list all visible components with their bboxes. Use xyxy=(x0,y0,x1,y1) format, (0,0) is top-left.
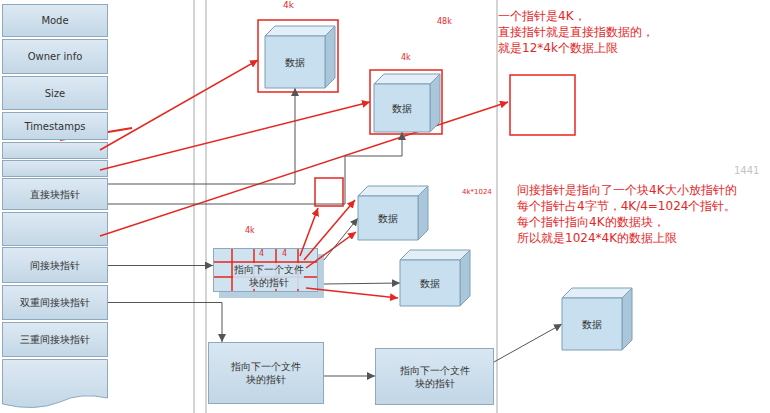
page-frame xyxy=(194,0,497,413)
red-pointer-line xyxy=(300,208,318,256)
red-highlight-box xyxy=(370,70,442,134)
data-block: 数据 xyxy=(358,186,428,240)
cube-face xyxy=(460,250,470,306)
pointer-arrow xyxy=(108,88,295,184)
inode-field: 间接块指针 xyxy=(2,247,108,283)
inode-blank-row xyxy=(3,143,108,408)
pointer-arrow xyxy=(324,376,375,377)
red-highlight-box xyxy=(510,75,575,135)
red-pointer-line xyxy=(100,102,508,236)
node-text: Owner info xyxy=(28,50,83,63)
node-text: 双重间接块指针 xyxy=(20,296,90,309)
node-text: 指向下一个文件块的指针 xyxy=(231,360,301,386)
red-pointer-line xyxy=(306,288,398,298)
cube-face xyxy=(325,26,335,88)
node-text: 间接块指针 xyxy=(30,259,80,272)
pointer-block-face xyxy=(214,249,318,292)
data-block: 数据 xyxy=(265,26,335,88)
inode-field: 直接块指针 xyxy=(2,178,108,210)
size-annotation: 4 xyxy=(259,249,264,259)
pointer-block: 指向下一个文件块的指针 xyxy=(208,342,324,404)
inode-blank-row xyxy=(3,213,108,246)
inode-blank-row xyxy=(3,161,108,177)
pointer-block: 指向下一个文件块的指针 xyxy=(213,248,324,294)
node-text: Size xyxy=(45,87,66,100)
node-text: 指向下一个文件块的指针 xyxy=(398,364,471,390)
cube-face xyxy=(562,288,632,298)
page-frame xyxy=(194,0,195,413)
size-annotation: 4k xyxy=(245,226,255,236)
cube-face xyxy=(400,250,470,260)
inode-field: Mode xyxy=(2,4,108,37)
cube-face xyxy=(418,186,428,240)
node-text: 直接块指针 xyxy=(30,188,80,201)
size-annotation: 4k xyxy=(401,53,411,63)
watermark: 1441 xyxy=(734,164,759,177)
red-grid xyxy=(214,249,317,291)
pointer-arrow xyxy=(324,283,400,284)
page-frame xyxy=(497,0,498,413)
node-text: 数据 xyxy=(392,102,412,115)
inode-field: Size xyxy=(2,76,108,110)
cube-face xyxy=(265,36,325,88)
node-text: 指向下一个文件块的指针 xyxy=(233,263,304,289)
page-frame xyxy=(206,0,207,413)
pointer-block: 指向下一个文件块的指针 xyxy=(375,348,494,405)
cube-face xyxy=(358,196,418,240)
red-highlight-box xyxy=(258,20,338,92)
node-text: 数据 xyxy=(378,212,398,225)
size-annotation: 48k xyxy=(437,17,452,27)
inode-blank-row xyxy=(3,360,108,408)
data-block: 数据 xyxy=(400,250,470,306)
cube-face xyxy=(374,74,440,84)
cube-face xyxy=(374,84,430,132)
data-block: 数据 xyxy=(374,74,440,132)
cube-face xyxy=(400,260,460,306)
pointer-arrow xyxy=(108,265,213,266)
inode-field: Owner info xyxy=(2,39,108,74)
pointer-arrow xyxy=(324,218,358,260)
node-text: Timestamps xyxy=(24,120,85,133)
cube-face xyxy=(358,186,428,196)
node-text: 数据 xyxy=(582,318,602,331)
red-pointer-line xyxy=(306,232,356,268)
cube-face xyxy=(430,74,440,132)
red-pointer-line xyxy=(100,102,370,170)
inode-blank-row xyxy=(3,143,108,159)
pointer-arrow xyxy=(494,324,562,362)
data-block: 数据 xyxy=(562,288,632,350)
cube-face xyxy=(622,288,632,350)
inode-field: Timestamps xyxy=(2,112,108,140)
node-text: Mode xyxy=(41,14,68,27)
annotation-note: 间接指针是指向了一个块4K大小放指针的 每个指针占4字节，4K/4=1024个指… xyxy=(517,182,765,246)
inode-field: 三重间接块指针 xyxy=(2,322,108,357)
pointer-arrow xyxy=(108,303,222,343)
pointer-arrow xyxy=(108,132,402,204)
size-annotation: 4 xyxy=(282,249,287,259)
annotation-note: 一个指针是4K， 直接指针就是直接指数据的， 就是12*4k个数据上限 xyxy=(498,8,673,56)
cube-face xyxy=(265,26,335,36)
node-text: 数据 xyxy=(420,277,440,290)
inode-field: 双重间接块指针 xyxy=(2,285,108,320)
red-highlight-box xyxy=(315,178,343,206)
node-text: 数据 xyxy=(285,56,305,69)
size-annotation: 4k*1024 xyxy=(462,188,492,197)
cube-face xyxy=(562,298,622,350)
size-annotation: 4k xyxy=(283,0,294,12)
node-text: 三重间接块指针 xyxy=(20,333,90,346)
